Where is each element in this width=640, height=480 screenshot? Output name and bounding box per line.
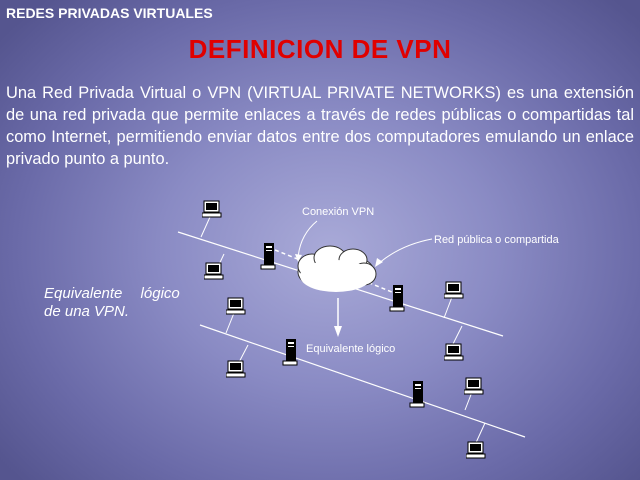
drop-line <box>225 312 235 334</box>
vpn-tunnel <box>274 249 306 263</box>
server-icon <box>260 243 276 270</box>
server-icon <box>282 339 298 366</box>
computer-icon <box>204 262 224 280</box>
computer-icon <box>202 200 222 218</box>
computer-icon <box>444 343 464 361</box>
definition-paragraph: Una Red Privada Virtual o VPN (VIRTUAL P… <box>6 84 634 168</box>
computer-icon <box>466 441 486 459</box>
logical-equivalent-caption: Equivalente lógico de una VPN. <box>44 285 180 321</box>
server-icon <box>409 381 425 408</box>
vpn-callout-line <box>297 220 318 259</box>
drop-line <box>451 325 463 347</box>
logical-equivalent-label: Equivalente lógico <box>306 343 396 355</box>
drop-line <box>200 216 211 238</box>
logical-network-line <box>199 324 526 438</box>
drop-line <box>443 296 453 319</box>
public-network-label: Red pública o compartida <box>434 234 559 246</box>
vpn-connection-label: Conexión VPN <box>302 206 375 218</box>
computer-icon <box>226 297 246 315</box>
server-icon <box>389 285 405 312</box>
computer-icon <box>464 377 484 395</box>
internet-cloud-icon <box>297 245 377 292</box>
slide-header: REDES PRIVADAS VIRTUALES <box>6 5 213 21</box>
caption-line-2: de una VPN. <box>44 303 130 320</box>
computer-icon <box>226 360 246 378</box>
drop-line <box>464 391 473 411</box>
caption-line-1: Equivalente lógico <box>44 285 180 302</box>
vpn-tunnel <box>361 279 393 293</box>
public-network-callout-line <box>377 238 433 265</box>
slide-title: DEFINICION DE VPN <box>188 34 452 64</box>
down-arrow-icon <box>334 298 342 337</box>
computer-icon <box>444 281 464 299</box>
